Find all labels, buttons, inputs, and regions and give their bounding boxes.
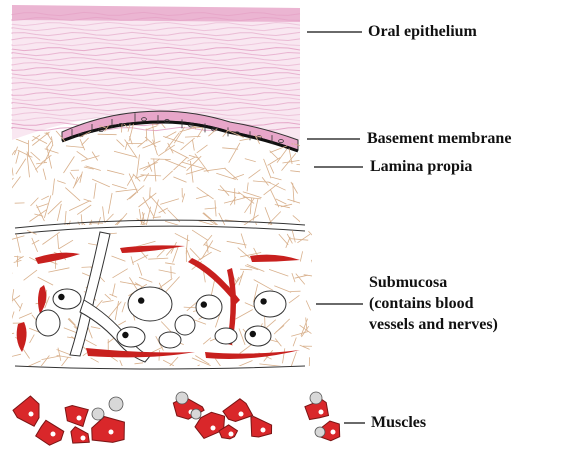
label-basement-membrane: Basement membrane bbox=[367, 128, 511, 149]
label-oral-epithelium: Oral epithelium bbox=[368, 21, 477, 42]
label-submucosa: Submucosa (contains blood vessels and ne… bbox=[369, 272, 498, 335]
submucosa-layer bbox=[1, 220, 323, 376]
label-submucosa-line1: Submucosa bbox=[369, 272, 498, 293]
pointer-lines bbox=[307, 32, 365, 423]
muscles-layer bbox=[13, 392, 340, 445]
label-submucosa-line2: (contains blood bbox=[369, 293, 498, 314]
label-lamina-propia: Lamina propia bbox=[370, 156, 472, 177]
label-submucosa-line3: vessels and nerves) bbox=[369, 314, 498, 335]
label-muscles: Muscles bbox=[371, 412, 426, 433]
